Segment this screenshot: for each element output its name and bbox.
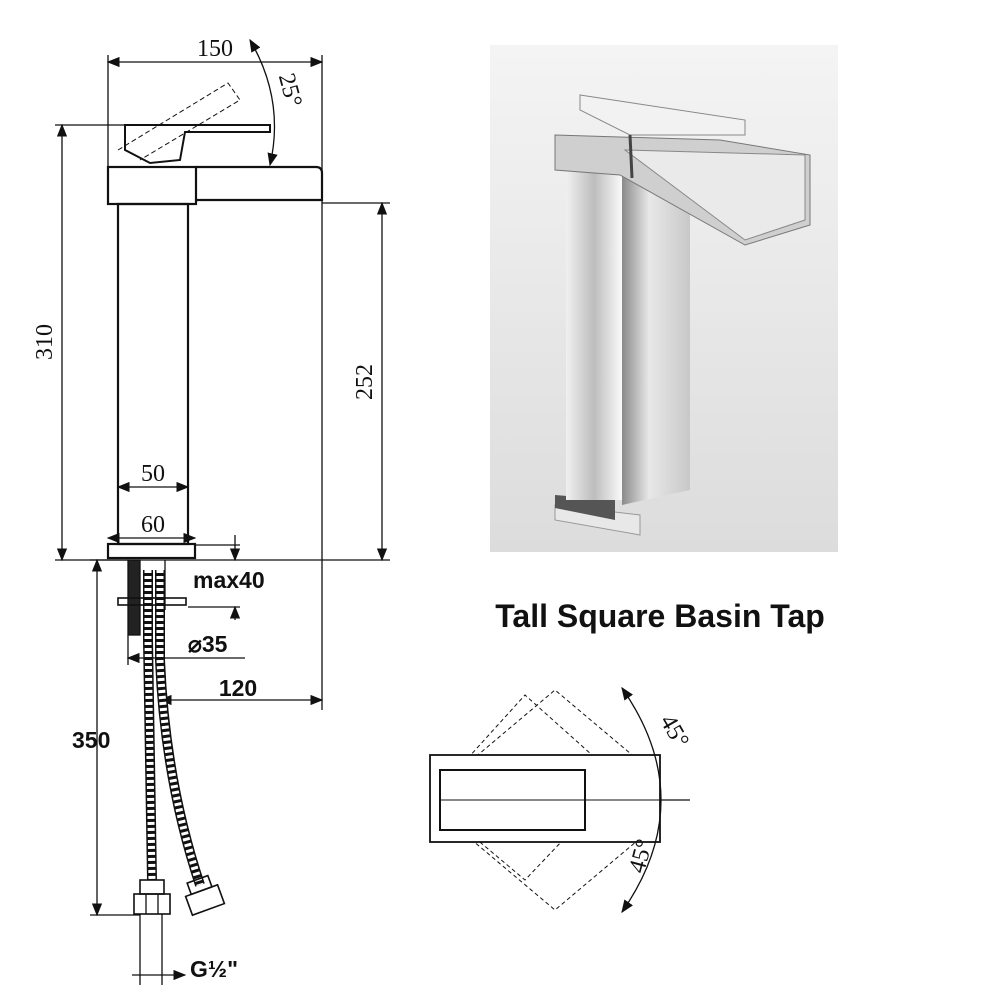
product-title: Tall Square Basin Tap xyxy=(495,598,825,634)
dim-hose-length: 350 xyxy=(72,727,110,753)
dim-max-deck: max40 xyxy=(193,567,265,593)
dim-body-width: 50 xyxy=(141,461,165,487)
dim-handle-angle: 25° xyxy=(273,71,307,110)
dim-height-total: 310 xyxy=(32,324,58,360)
dim-hole-diameter: ⌀35 xyxy=(188,631,228,657)
dim-width-total: 150 xyxy=(197,36,233,62)
dim-reach: 120 xyxy=(219,675,257,701)
product-photo xyxy=(490,45,838,552)
dim-thread: G½" xyxy=(190,956,238,982)
top-view-angle-upper: 45° xyxy=(654,710,693,752)
dim-base-width: 60 xyxy=(141,512,165,538)
dim-spout-height: 252 xyxy=(352,364,378,400)
top-view-drawing xyxy=(429,686,690,914)
